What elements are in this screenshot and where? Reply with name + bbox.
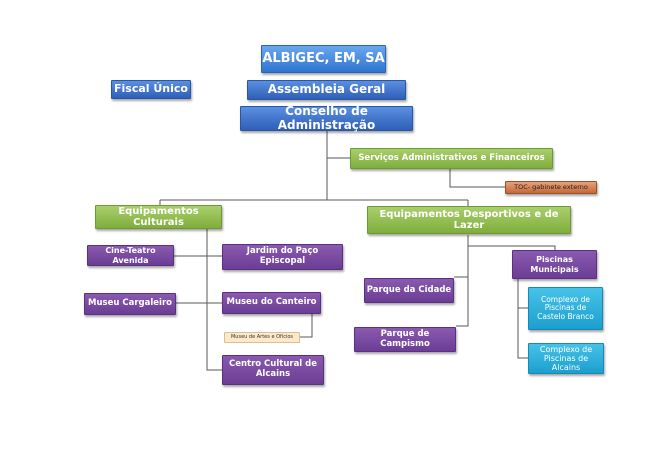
complexo-castelo-branco-node: Complexo de Piscinas de Castelo Branco [528, 287, 603, 330]
parque-campismo-node: Parque de Campismo [354, 327, 456, 352]
museu-artes-node: Museu de Artes e Ofícios [224, 332, 300, 343]
fiscal-unico-node: Fiscal Único [111, 80, 191, 99]
culturais-node: Equipamentos Culturais [95, 205, 222, 229]
connector-line [206, 228, 222, 371]
cine-teatro-node: Cine-Teatro Avenida [87, 245, 174, 266]
connector-line [300, 313, 313, 338]
jardim-paco-node: Jardim do Paço Episcopal [222, 244, 343, 270]
centro-cultural-node: Centro Cultural de Alcains [222, 355, 324, 385]
desportivos-node: Equipamentos Desportivos e de Lazer [367, 206, 571, 234]
connector-line [449, 169, 505, 188]
connector-line [468, 245, 556, 250]
complexo-alcains-node: Complexo de Piscinas de Alcains [528, 343, 604, 374]
toc-node: TOC- gabinete externo [505, 181, 597, 194]
parque-cidade-node: Parque da Cidade [364, 278, 454, 303]
connector-line [517, 279, 528, 359]
piscinas-municipais-node: Piscinas Municipais [512, 250, 597, 279]
servicos-node: Serviços Administrativos e Financeiros [350, 148, 553, 169]
museu-canteiro-node: Museu do Canteiro [222, 292, 321, 314]
assembleia-geral-node: Assembleia Geral [247, 80, 406, 100]
museu-cargaleiro-node: Museu Cargaleiro [84, 293, 176, 315]
connector-line [456, 235, 469, 327]
conselho-administracao-node: Conselho de Administração [240, 104, 413, 131]
company-node: ALBIGEC, EM, SA [261, 45, 386, 73]
